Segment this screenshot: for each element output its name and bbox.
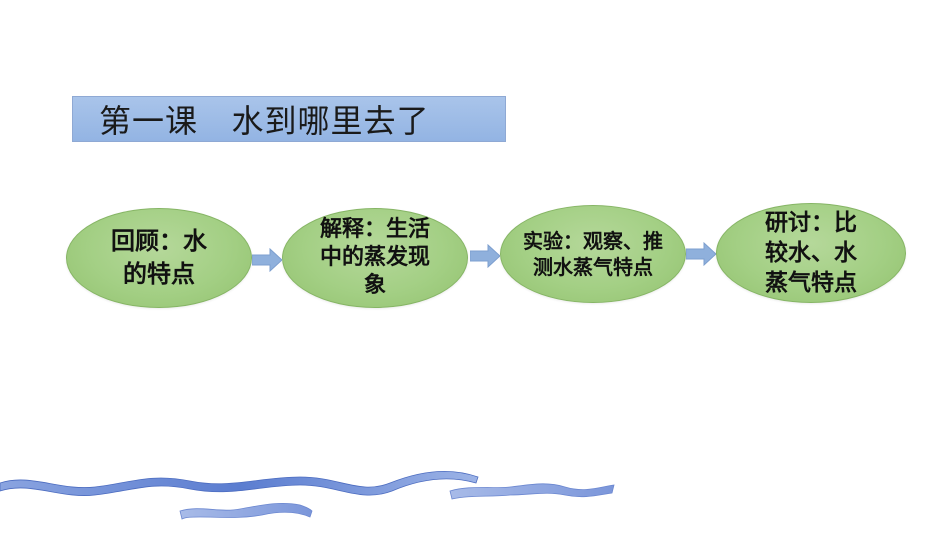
slide-title: 第一课 水到哪里去了 bbox=[72, 96, 506, 142]
right-arrow-icon bbox=[470, 244, 500, 268]
flow-node-label: 回顾：水的特点 bbox=[111, 227, 207, 288]
flow-node-explain: 解释：生活中的蒸发现象 bbox=[282, 208, 468, 308]
water-wave-icon bbox=[0, 470, 615, 520]
flow-node-review: 回顾：水的特点 bbox=[66, 208, 252, 308]
right-arrow-icon bbox=[252, 248, 282, 272]
flow-node-experiment: 实验：观察、推测水蒸气特点 bbox=[500, 205, 686, 303]
flow-node-label: 研讨：比较水、水蒸气特点 bbox=[765, 210, 857, 296]
right-arrow-icon bbox=[686, 242, 716, 266]
flow-node-label: 解释：生活中的蒸发现象 bbox=[320, 217, 431, 298]
flow-node-label: 实验：观察、推测水蒸气特点 bbox=[523, 229, 663, 279]
flow-node-discuss: 研讨：比较水、水蒸气特点 bbox=[716, 203, 906, 303]
